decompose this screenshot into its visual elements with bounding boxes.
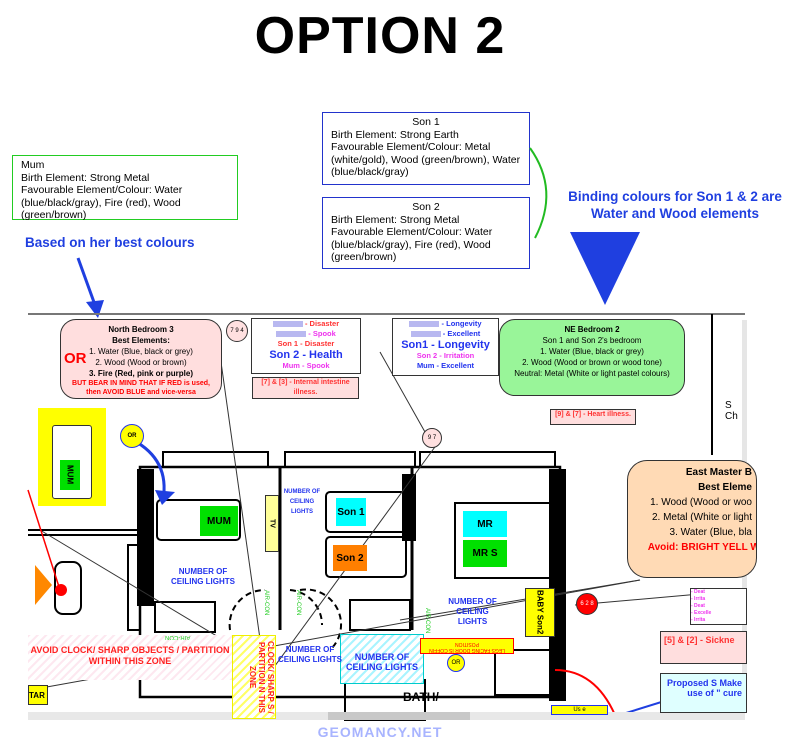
element-item: Neutral: Metal (White or light pastel co… <box>514 369 670 378</box>
son1-bed: Son 1 <box>336 498 366 526</box>
ceiling-lights-label: NUMBER OF CEILING LIGHTS <box>278 645 342 664</box>
tv: TV <box>265 495 279 552</box>
north-bedroom-subtitle: Best Elements: <box>112 336 170 345</box>
son1-name: Son 1 <box>412 116 440 128</box>
watermark: GEOMANCY.NET <box>317 724 443 740</box>
red-arrow <box>554 669 616 716</box>
mum-bed-label: MUM <box>60 460 80 490</box>
avoid-zone-text: AVOID CLOCK/ SHARP OBJECTS / PARTITION W… <box>30 645 230 666</box>
son1-info-box: Son 1 Birth Element: Strong Earth Favour… <box>322 112 530 185</box>
mum-note: Based on her best colours <box>25 235 195 250</box>
mrs-bed: MR S <box>463 540 507 567</box>
son2-birth-element: Birth Element: Strong Metal <box>331 213 460 226</box>
mini-status-box: - Deat- Irrita- Deat- Excelle- Irrita <box>690 588 747 625</box>
big-down-arrow <box>570 232 640 305</box>
element-item: 3. Fire (Red, pink or purple) <box>88 369 193 378</box>
son1-favourable: Favourable Element/Colour: Metal (white/… <box>331 141 521 178</box>
brace-curve <box>529 147 548 239</box>
binding-note: Binding colours for Son 1 & 2 are Water … <box>568 189 782 221</box>
proposed-box: Proposed S Make use of " cure <box>660 673 747 713</box>
star-number-circle: 9 7 <box>422 428 442 448</box>
son1-birth-element: Birth Element: Strong Earth <box>331 128 459 141</box>
ceiling-lights-label: NUMBER OF CEILING LIGHTS <box>448 597 497 626</box>
star-number-circle: 6 2 8 <box>576 593 598 615</box>
son2-info-box: Son 2 Birth Element: Strong Metal Favour… <box>322 197 530 269</box>
ne-bedroom-subtitle: Son 1 and Son 2's bedroom <box>542 336 642 345</box>
aircon-label: AIR-CON <box>263 590 269 616</box>
north-bedroom-title: North Bedroom 3 <box>108 325 174 334</box>
or-circle: OR <box>120 424 144 448</box>
north-bedroom-box: North Bedroom 3 Best Elements: 1. Water … <box>60 319 222 399</box>
baby-bed: BABY Son2 <box>525 588 555 637</box>
aircon-label: AIR-CON <box>165 634 191 640</box>
mum-arrow <box>76 257 97 306</box>
mum-name: Mum <box>21 159 45 171</box>
ceiling-zone-cyan <box>340 634 424 684</box>
star-label: TAR <box>28 685 48 705</box>
mum-favourable: Favourable Element/Colour: Water (blue/b… <box>21 184 183 221</box>
ne-bedroom-title: NE Bedroom 2 <box>564 325 620 334</box>
illness-box: [5] & [2] - Sickne <box>660 631 747 664</box>
mum-info-box: Mum Birth Element: Strong Metal Favourab… <box>12 155 238 221</box>
north-bedroom-warning: BUT BEAR IN MIND THAT IF RED is used, th… <box>72 380 210 396</box>
star-number-circle: 7 9 4 <box>226 320 248 342</box>
orange-marker <box>35 565 52 605</box>
element-item: 2. Wood (Wood or brown or wood tone) <box>522 358 662 367</box>
page-title: OPTION 2 <box>254 7 506 65</box>
son2-name: Son 2 <box>412 201 440 213</box>
east-master-box: East Master B Best Eleme 1. Wood (Wood o… <box>627 460 757 578</box>
red-pointer <box>27 489 61 591</box>
health-box: - Disaster - Spook Son 1 - Disaster Son … <box>251 318 361 374</box>
son2-bed: Son 2 <box>333 545 367 571</box>
ceiling-lights-label: NUMBER OF CEILING LIGHTS <box>346 652 418 672</box>
coffin-position-note: LEGS FACING DOOR IS COFFIN POSITION <box>420 638 514 654</box>
illness-box: [9] & [7] - Heart illness. <box>550 409 636 425</box>
or-circle: OR <box>447 654 465 672</box>
mum-bed: MUM <box>200 506 238 536</box>
use-label: Us e <box>551 705 608 715</box>
scrollbar-thumb <box>328 712 470 720</box>
aircon-label: AIR-CON <box>295 590 301 616</box>
longevity-box: - Longevity - Excellent Son1 - Longevity… <box>392 318 499 376</box>
mr-bed: MR <box>463 511 507 537</box>
element-item: 2. Wood (Wood or brown) <box>95 358 187 367</box>
mum-birth-element: Birth Element: Strong Metal <box>21 171 150 184</box>
ne-bedroom-box: NE Bedroom 2 Son 1 and Son 2's bedroom 1… <box>499 319 685 396</box>
aircon-label: AIR-CON <box>424 608 430 634</box>
avoid-zone-vertical: CLOCK/ SHARP S / PARTITION N THIS ZONE <box>232 635 276 719</box>
ceiling-lights-label: NUMBER OF CEILING LIGHTS <box>171 567 235 586</box>
avoid-zone <box>28 635 233 680</box>
floor-plan-walls <box>28 314 713 721</box>
element-item: 1. Water (Blue, black or grey) <box>540 347 644 356</box>
element-item: 1. Water (Blue, black or grey) <box>89 347 193 356</box>
ceiling-lights-label: NUMBER OF CEILING LIGHTS <box>283 489 321 515</box>
illness-box: [7] & [3] - Internal intestine illness. <box>252 377 359 399</box>
or-label: OR <box>64 350 87 367</box>
bath-label: BATH/ <box>403 690 439 704</box>
son2-favourable: Favourable Element/Colour: Water (blue/b… <box>331 226 493 263</box>
